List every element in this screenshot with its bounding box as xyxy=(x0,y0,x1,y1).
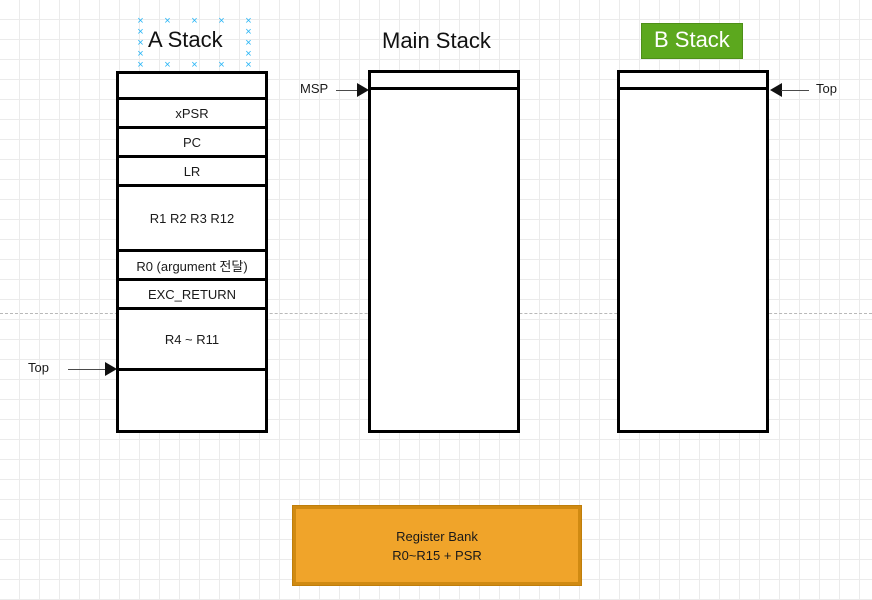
a-stack-row-r1-r2-r3-r12[interactable]: R1 R2 R3 R12 xyxy=(119,187,265,252)
b-stack-row-body[interactable] xyxy=(620,90,766,430)
selection-handle-x-icon[interactable]: × xyxy=(137,37,144,49)
b-stack-box[interactable] xyxy=(617,70,769,433)
register-bank-subtitle: R0~R15 + PSR xyxy=(392,547,482,563)
selection-handle-x-icon[interactable]: × xyxy=(245,15,252,27)
a-stack-row-pc[interactable]: PC xyxy=(119,129,265,158)
selection-handle-x-icon[interactable]: × xyxy=(218,59,225,71)
a-stack-top-arrow-head-icon xyxy=(105,362,117,376)
selection-handle-x-icon[interactable]: × xyxy=(245,37,252,49)
a-stack-row-r0-argument[interactable]: R0 (argument 전달) xyxy=(119,252,265,281)
msp-label[interactable]: MSP xyxy=(300,81,329,96)
b-stack-title[interactable]: B Stack xyxy=(641,23,743,59)
a-stack-row-r4-r11[interactable]: R4 ~ R11 xyxy=(119,310,265,371)
a-stack-row-exc-return[interactable]: EXC_RETURN xyxy=(119,281,265,310)
selection-handle-x-icon[interactable]: × xyxy=(218,15,225,27)
msp-arrow-head-icon xyxy=(357,83,369,97)
main-stack-title[interactable]: Main Stack xyxy=(382,28,491,53)
b-stack-top-arrow-shaft xyxy=(781,90,809,91)
selection-handle-x-icon[interactable]: × xyxy=(137,59,144,71)
main-stack-box[interactable] xyxy=(368,70,520,433)
main-stack-row-body[interactable] xyxy=(371,90,517,430)
msp-arrow-shaft xyxy=(336,90,358,91)
selection-handle-x-icon[interactable]: × xyxy=(245,48,252,60)
selection-handle-x-icon[interactable]: × xyxy=(245,26,252,38)
a-stack-top-label[interactable]: Top xyxy=(28,360,49,375)
main-stack-row-top[interactable] xyxy=(371,73,517,90)
selection-handle-x-icon[interactable]: × xyxy=(137,26,144,38)
a-stack-row-empty-bottom[interactable] xyxy=(119,371,265,430)
selection-handle-x-icon[interactable]: × xyxy=(164,15,171,27)
a-stack-row-empty-top[interactable] xyxy=(119,74,265,100)
b-stack-top-arrow-head-icon xyxy=(770,83,782,97)
b-stack-row-top[interactable] xyxy=(620,73,766,90)
selection-handle-x-icon[interactable]: × xyxy=(191,15,198,27)
selection-handle-x-icon[interactable]: × xyxy=(137,48,144,60)
b-stack-top-label[interactable]: Top xyxy=(816,81,837,96)
a-stack-row-xpsr[interactable]: xPSR xyxy=(119,100,265,129)
a-stack-title[interactable]: A Stack xyxy=(148,27,223,52)
a-stack-box[interactable]: xPSR PC LR R1 R2 R3 R12 R0 (argument 전달)… xyxy=(116,71,268,433)
selection-handle-x-icon[interactable]: × xyxy=(191,59,198,71)
register-bank-title: Register Bank xyxy=(396,528,478,544)
a-stack-top-arrow-shaft xyxy=(68,369,106,370)
register-bank-box[interactable]: Register Bank R0~R15 + PSR xyxy=(292,505,582,586)
a-stack-row-lr[interactable]: LR xyxy=(119,158,265,187)
selection-handle-x-icon[interactable]: × xyxy=(245,59,252,71)
selection-handle-x-icon[interactable]: × xyxy=(164,59,171,71)
selection-handle-x-icon[interactable]: × xyxy=(137,15,144,27)
